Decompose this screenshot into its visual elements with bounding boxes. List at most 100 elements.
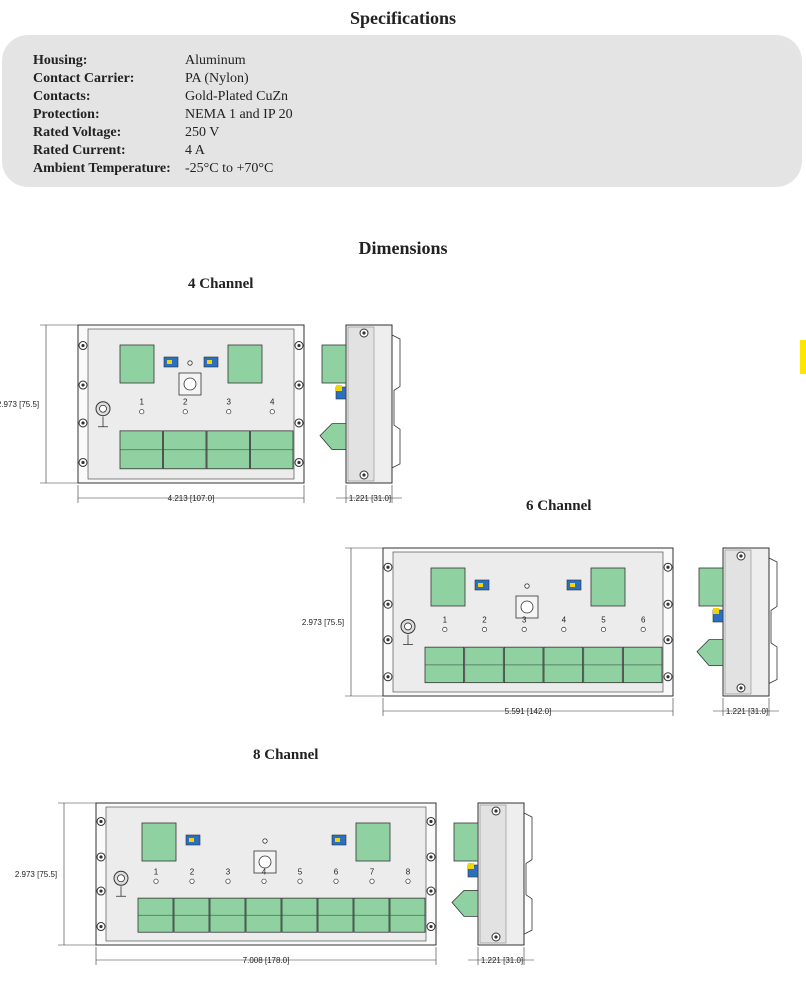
- selector-dial-knob: [520, 600, 534, 614]
- channel-led: [226, 409, 232, 415]
- screw-center: [362, 473, 366, 477]
- screw-center: [386, 675, 390, 679]
- channel-led: [369, 878, 375, 884]
- spec-label: Rated Voltage:: [33, 125, 122, 140]
- channel-led: [269, 409, 275, 415]
- channel-number-label: 2: [482, 615, 487, 624]
- yellow-connector: [167, 360, 172, 364]
- channel-led: [182, 409, 188, 415]
- spec-label: Protection:: [33, 107, 100, 122]
- side-housing-panel: [724, 549, 752, 695]
- screw-center: [362, 331, 366, 335]
- depth-dimension-label: 1.221 [31.0]: [726, 707, 768, 716]
- output-terminal-block: [227, 344, 263, 384]
- specifications-panel: [2, 35, 802, 187]
- channel-number-label: 3: [226, 867, 231, 876]
- channel-number-label: 3: [227, 398, 232, 407]
- side-yellow-connector: [336, 385, 342, 391]
- channel-number-label: 4: [562, 615, 567, 624]
- screw-center: [666, 602, 670, 606]
- height-dimension-label: 2.973 [75.5]: [15, 870, 57, 879]
- screw-center: [99, 924, 103, 929]
- dimensions-heading: Dimensions: [358, 238, 448, 258]
- eight-channel-heading: 8 Channel: [253, 747, 319, 763]
- side-terminal-block: [698, 567, 724, 607]
- width-dimension-label: 4.213 [107.0]: [168, 494, 215, 503]
- screw-center: [666, 638, 670, 642]
- channel-number-label: 5: [601, 615, 606, 624]
- screw-center: [81, 460, 85, 465]
- width-dimension-label: 7.008 [178.0]: [243, 956, 290, 965]
- channel-number-label: 1: [140, 398, 145, 407]
- yellow-connector: [189, 838, 194, 842]
- depth-dimension-label: 1.221 [31.0]: [349, 494, 391, 503]
- channel-number-label: 3: [522, 615, 527, 624]
- input-terminal-block: [119, 344, 155, 384]
- screw-center: [81, 383, 85, 387]
- input-terminal-block: [430, 567, 466, 607]
- channel-led: [442, 626, 448, 632]
- side-view-4ch: 1.221 [31.0]: [319, 324, 402, 503]
- channel-led: [481, 626, 488, 632]
- spec-value: 4 A: [185, 143, 205, 158]
- screw-center: [297, 383, 301, 387]
- selector-dial-knob: [183, 377, 197, 391]
- spec-label: Ambient Temperature:: [33, 161, 171, 176]
- channel-led: [139, 409, 145, 415]
- screw-center: [666, 565, 670, 569]
- side-plug: [451, 890, 479, 917]
- spec-label: Rated Current:: [33, 143, 126, 158]
- channel-led: [561, 626, 567, 632]
- screw-center: [386, 638, 390, 642]
- spec-value: Aluminum: [185, 53, 246, 68]
- side-housing-panel: [479, 804, 507, 944]
- din-rail-clip: [523, 812, 533, 935]
- screw-center: [429, 889, 433, 893]
- channel-number-label: 4: [262, 867, 267, 876]
- side-yellow-connector: [468, 863, 474, 869]
- side-terminal-block: [453, 822, 479, 862]
- output-terminal-block: [590, 567, 626, 607]
- channel-led: [521, 626, 527, 632]
- spec-label: Contact Carrier:: [33, 71, 135, 86]
- yellow-connector: [335, 838, 340, 842]
- side-plug: [319, 423, 347, 450]
- channel-led: [600, 626, 607, 632]
- channel-led: [261, 878, 267, 884]
- ground-stud-center: [99, 404, 107, 413]
- height-dimension-label: 2.973 [75.5]: [0, 400, 39, 409]
- channel-led: [153, 878, 159, 884]
- yellow-connector: [207, 360, 212, 364]
- channel-number-label: 2: [190, 867, 195, 876]
- screw-center: [429, 819, 433, 824]
- screw-center: [81, 343, 85, 348]
- screw-center: [494, 809, 498, 813]
- spec-value: Gold-Plated CuZn: [185, 89, 289, 104]
- output-terminal-block: [355, 822, 391, 862]
- status-led: [524, 583, 530, 589]
- channel-led: [640, 626, 646, 632]
- channel-number-label: 2: [183, 398, 188, 407]
- four-channel-heading: 4 Channel: [188, 276, 254, 292]
- spec-value: NEMA 1 and IP 20: [185, 107, 293, 122]
- spec-value: 250 V: [185, 125, 220, 140]
- depth-dimension-label: 1.221 [31.0]: [481, 956, 523, 965]
- spec-value: -25°C to +70°C: [185, 161, 274, 176]
- side-plug: [696, 639, 724, 666]
- channel-number-label: 1: [154, 867, 159, 876]
- side-yellow-connector: [713, 608, 719, 614]
- channel-number-label: 6: [334, 867, 339, 876]
- screw-center: [429, 855, 433, 859]
- yellow-connector: [478, 583, 483, 587]
- screw-center: [81, 421, 85, 425]
- height-dimension-label: 2.973 [75.5]: [302, 618, 344, 627]
- spec-value: PA (Nylon): [185, 71, 249, 86]
- screw-center: [429, 924, 433, 929]
- page-tab-marker: [800, 340, 806, 374]
- channel-led: [405, 878, 411, 884]
- channel-number-label: 1: [443, 615, 448, 624]
- channel-led: [189, 878, 195, 884]
